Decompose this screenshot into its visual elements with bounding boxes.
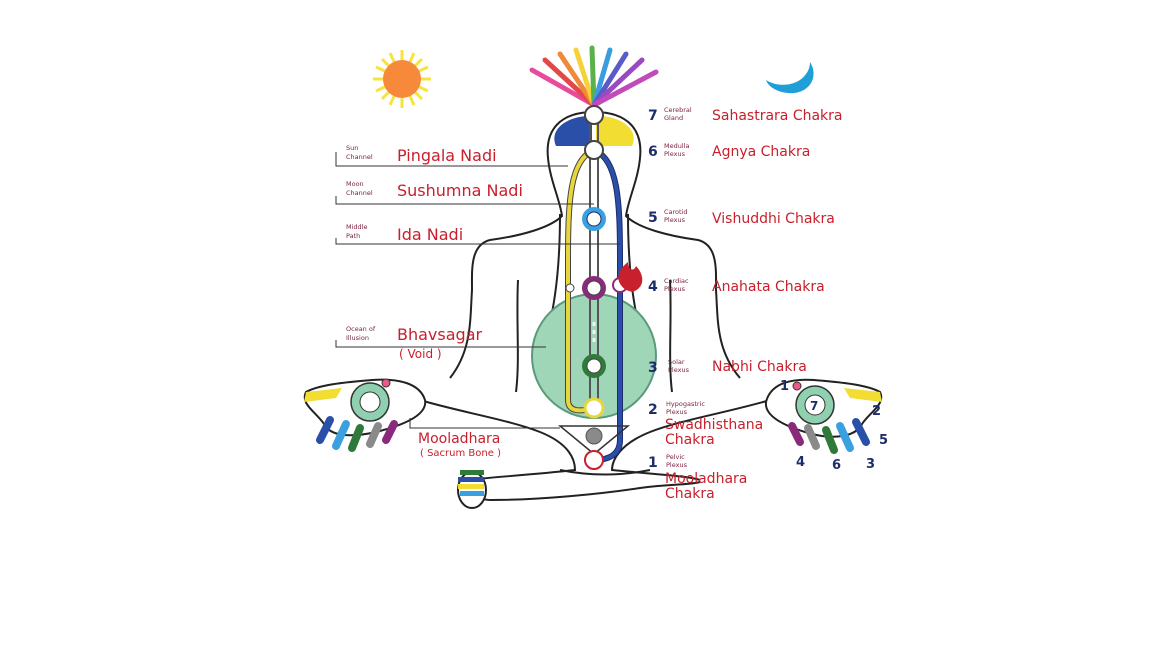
right-hand-center-number: 7 [810, 399, 818, 413]
chakra-number: 2 [648, 402, 658, 418]
chakra-sub2: Gland [664, 114, 683, 122]
bhavsagar-note: ( Void ) [399, 347, 442, 361]
ida-sub1: Middle [346, 223, 367, 231]
crown-rays-icon [529, 45, 659, 108]
label-pingala: Sun Channel Pingala Nadi [346, 144, 497, 165]
label-bhavsagar: Ocean of Illusion Bhavsagar ( Void ) [346, 325, 482, 361]
pingala-sub2: Channel [346, 153, 373, 161]
chakra-sub2: Plexus [666, 461, 688, 469]
chakra-sub1: Carotid [664, 208, 688, 216]
chakra-label-5: 5 Carotid Plexus Vishuddhi Chakra [648, 208, 835, 227]
bhavsagar-name: Bhavsagar [397, 325, 482, 344]
chakra-marker-7 [584, 105, 604, 125]
sushumna-name: Sushumna Nadi [397, 181, 523, 200]
label-ida: Middle Path Ida Nadi [346, 223, 463, 244]
chakra-number: 3 [648, 360, 658, 376]
chakra-label-3: 3 Solar Plexus Nabhi Chakra [648, 358, 807, 376]
finger-number: 6 [832, 458, 841, 473]
flame-icon [618, 262, 643, 292]
chakra-sub1: Hypogastric [666, 400, 705, 408]
left-hemisphere [554, 115, 592, 146]
chakra-marker-3 [582, 354, 606, 378]
chakra-sub1: Cerebral [664, 106, 692, 114]
finger-number: 2 [872, 404, 881, 419]
chakra-label-4: 4 Cardiac Plexus Anahata Chakra [648, 277, 825, 295]
chakra-sub1: Cardiac [664, 277, 689, 285]
chakra-name-line2: Chakra [665, 432, 715, 448]
right-hemisphere [596, 115, 634, 146]
bhavsagar-sub1: Ocean of [346, 325, 376, 333]
chakra-marker-1 [584, 450, 604, 470]
chakra-number: 4 [648, 279, 658, 295]
left-hand [303, 378, 427, 452]
sun-icon [373, 50, 431, 108]
finger-number: 5 [879, 433, 888, 448]
right-hand: 7 1 2 5 3 6 4 [764, 378, 888, 473]
chakra-sub1: Medulla [664, 142, 689, 150]
finger-number: 1 [780, 379, 789, 394]
chakra-label-7: 7 Cerebral Gland Sahastrara Chakra [648, 106, 843, 124]
chakra-name: Anahata Chakra [712, 279, 825, 295]
chakra-sub1: Solar [668, 358, 685, 366]
chakra-sub2: Plexus [664, 150, 686, 158]
chakra-number: 5 [648, 210, 658, 226]
chakra-name: Swadhisthana [665, 417, 763, 433]
chakra-name-line2: Chakra [665, 486, 715, 502]
chakra-name: Mooladhara [665, 471, 747, 487]
chakra-sub2: Plexus [668, 366, 690, 374]
label-mooladhara-left: Mooladhara ( Sacrum Bone ) [418, 431, 501, 459]
left-leader-lines [335, 152, 620, 429]
moon-icon [766, 62, 814, 94]
chakra-marker-5 [582, 207, 606, 231]
chakra-sub2: Plexus [664, 285, 686, 293]
ida-sub2: Path [346, 232, 360, 240]
bhavsagar-sub2: Illusion [346, 334, 369, 342]
finger-number: 3 [866, 457, 875, 472]
mooladhara-left-note: ( Sacrum Bone ) [420, 448, 501, 459]
label-sushumna: Moon Channel Sushumna Nadi [346, 180, 523, 200]
chakra-number: 1 [648, 455, 658, 471]
chakra-number: 6 [648, 144, 658, 160]
mooladhara-left-name: Mooladhara [418, 431, 500, 447]
chakra-number: 7 [648, 108, 658, 124]
chakra-name: Nabhi Chakra [712, 359, 807, 375]
chakra-label-1: 1 Pelvic Plexus Mooladhara Chakra [648, 453, 747, 502]
chakra-name: Vishuddhi Chakra [712, 211, 835, 227]
foot-icon [457, 470, 487, 509]
chakra-sub1: Pelvic [666, 453, 685, 461]
sushumna-sub2: Channel [346, 189, 373, 197]
nadi-channels [565, 118, 623, 463]
kundalini-icon [585, 427, 603, 445]
chakra-name: Agnya Chakra [712, 144, 810, 160]
sushumna-sub1: Moon [346, 180, 364, 188]
finger-number: 4 [796, 455, 805, 470]
chakra-label-2: 2 Hypogastric Plexus Swadhisthana Chakra [648, 400, 763, 448]
pingala-name: Pingala Nadi [397, 146, 497, 165]
pingala-sub1: Sun [346, 144, 358, 152]
sacrum-triangle [557, 425, 631, 455]
chakra-label-6: 6 Medulla Plexus Agnya Chakra [648, 142, 810, 160]
chakra-sub2: Plexus [664, 216, 686, 224]
chakra-sub2: Plexus [666, 408, 688, 416]
ida-name: Ida Nadi [397, 225, 463, 244]
chakra-marker-2 [583, 397, 605, 419]
chakra-name: Sahastrara Chakra [712, 108, 843, 124]
chakra-marker-6 [584, 140, 604, 160]
